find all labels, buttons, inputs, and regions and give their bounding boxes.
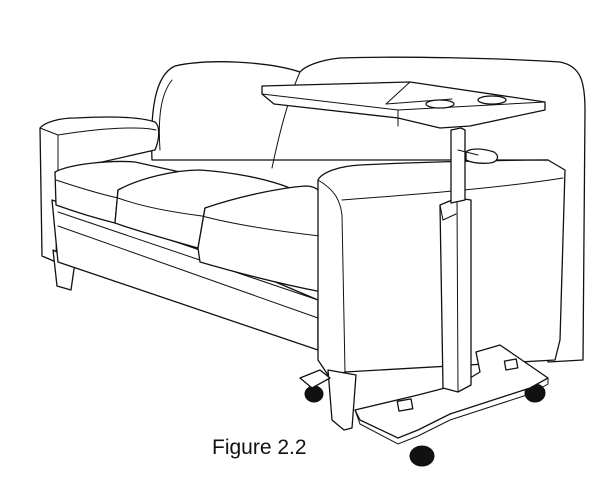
overbed-table-base	[299, 344, 549, 467]
sofa-back	[150, 56, 586, 363]
overbed-table-top	[261, 81, 546, 129]
overbed-table-column	[439, 127, 499, 393]
sofa-seat-base	[51, 199, 319, 351]
figure-caption: Figure 2.2	[212, 436, 307, 459]
